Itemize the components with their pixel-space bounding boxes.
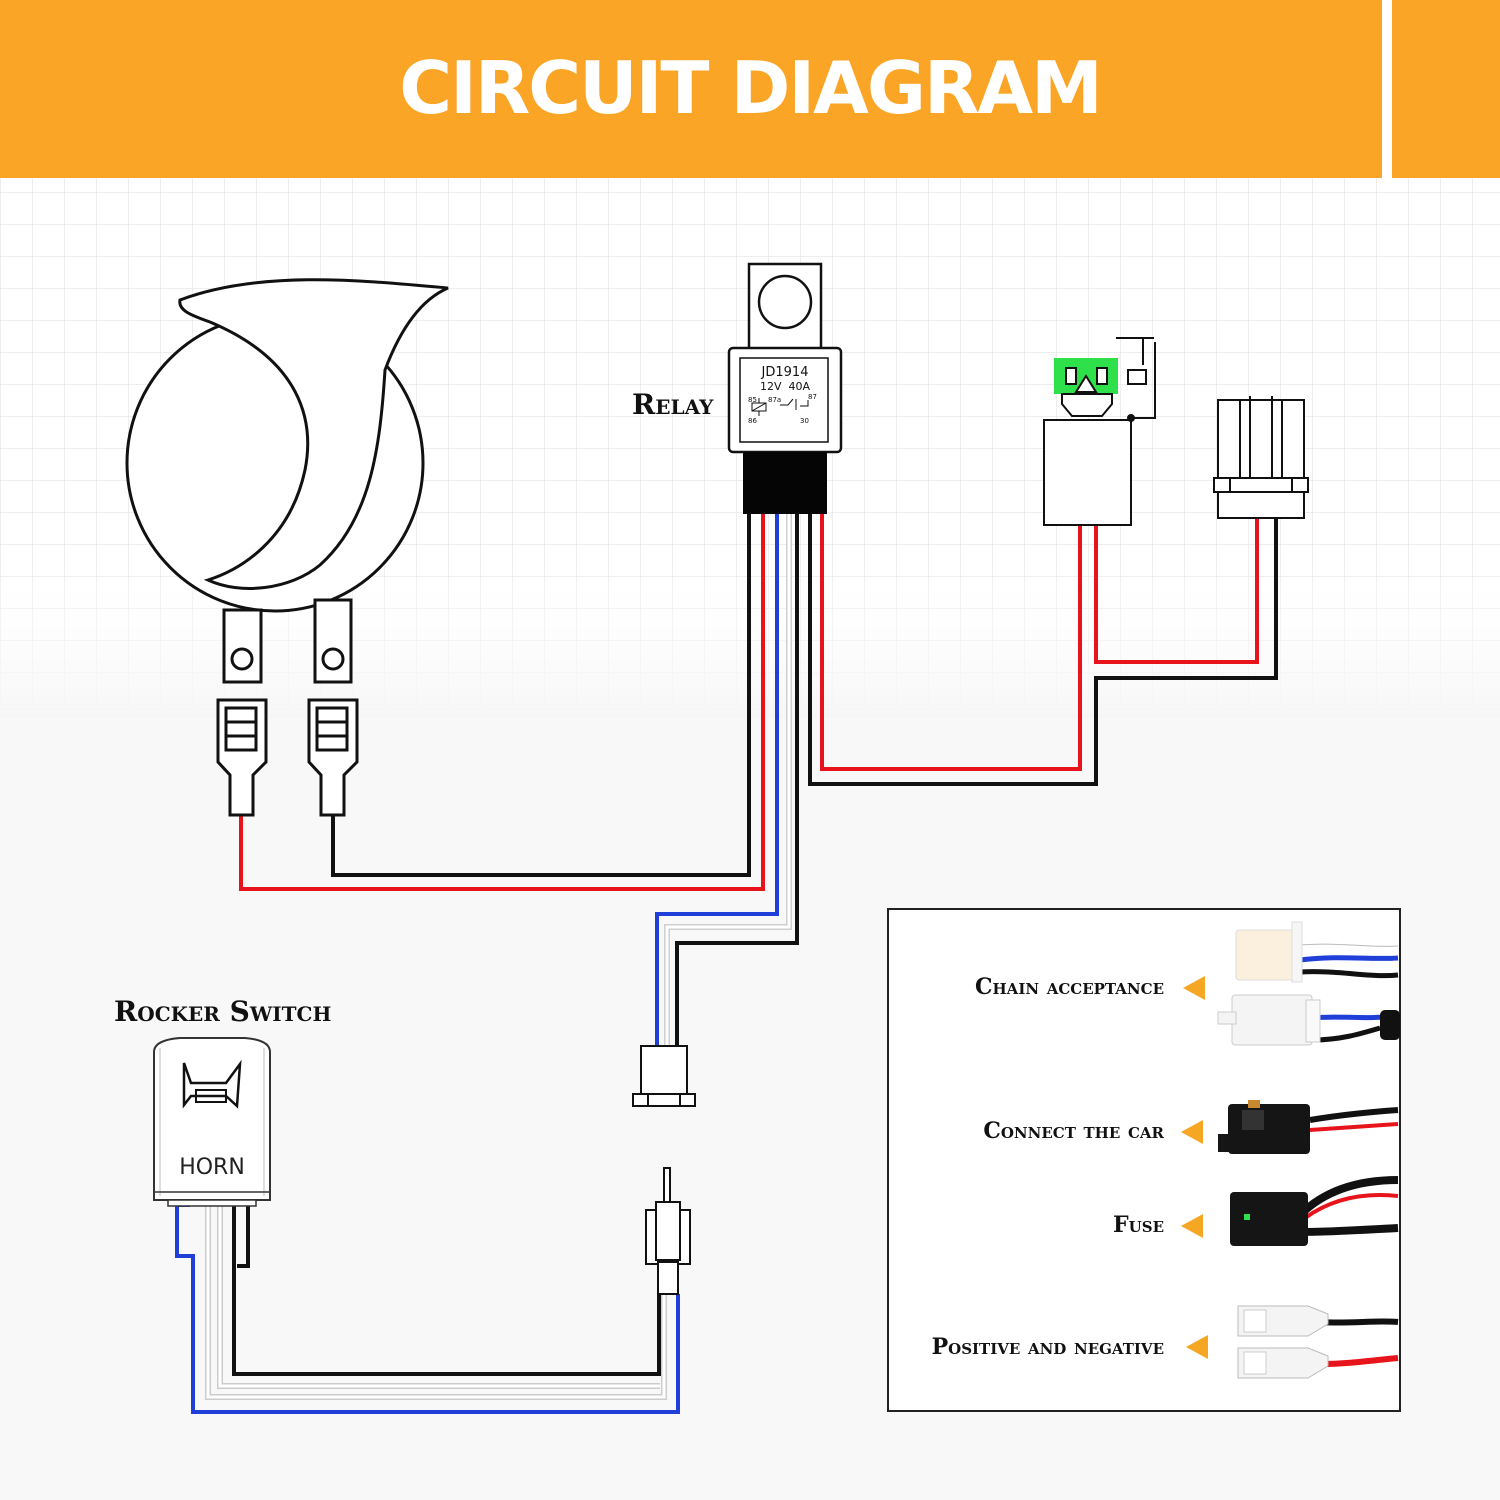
- horn: [125, 278, 449, 817]
- horn-spade-left: [216, 698, 268, 817]
- wire-fuse-to-battery-red: [1094, 517, 1259, 664]
- arrow-left-icon: [1186, 1335, 1208, 1359]
- wire-switch-blue: [655, 512, 779, 1048]
- rocker-switch[interactable]: HORN: [153, 1037, 271, 1207]
- horn-bell: [178, 278, 449, 590]
- banner-divider: [1382, 0, 1392, 178]
- switch-male-connector: [645, 1167, 691, 1295]
- relay-schematic-icon: [751, 398, 809, 416]
- arrow-left-icon: [1181, 1214, 1203, 1238]
- wire-switch-stub-black: [237, 1205, 250, 1268]
- wire-switch-black: [675, 512, 799, 1048]
- relay-pin-85: 85: [748, 396, 757, 404]
- wire-switch-loop-black: [232, 1205, 661, 1376]
- relay-rating: 12V 40A: [760, 380, 811, 393]
- wires: [175, 512, 1278, 1414]
- battery-connector: [1213, 396, 1309, 519]
- switch-horn-label: HORN: [179, 1155, 245, 1180]
- spade-terminal-icon: [1237, 1305, 1399, 1379]
- legend-item-label: Fuse: [1113, 1212, 1164, 1238]
- fuse-holder: [1043, 337, 1156, 526]
- page-title: CIRCUIT DIAGRAM: [399, 46, 1101, 130]
- relay-pin-87: 87: [808, 393, 817, 401]
- title-banner: [0, 0, 1500, 178]
- relay-pin-86: 86: [748, 417, 757, 425]
- legend-item-label: Connect the car: [983, 1118, 1164, 1144]
- rocker-switch-label: Rocker Switch: [114, 995, 331, 1028]
- wire-horn-red: [239, 512, 765, 891]
- relay-mount-hole: [757, 274, 813, 330]
- fuse-holder-body: [1043, 419, 1132, 526]
- horn-icon: [182, 1059, 242, 1109]
- horn-spade-right: [307, 698, 359, 817]
- relay-label: Relay: [632, 388, 714, 421]
- relay-pin-87a: 87a: [768, 396, 781, 404]
- wire-battery-black: [808, 512, 1278, 786]
- legend-item-label: Positive and negative: [932, 1334, 1164, 1360]
- arrow-left-icon: [1183, 976, 1205, 1000]
- arrow-left-icon: [1181, 1120, 1203, 1144]
- legend-item-label: Chain acceptance: [975, 974, 1164, 1000]
- horn-terminal-left: [222, 608, 263, 684]
- wire-fuse-red: [820, 512, 1082, 771]
- car-connector-icon: [1218, 1100, 1399, 1154]
- wire-horn-black: [331, 512, 751, 877]
- fuse-holder-icon: [1230, 1176, 1399, 1246]
- relay-pin-30: 30: [800, 417, 809, 425]
- relay: JD1914 12V 40A 85 87a 87 86 30: [727, 262, 843, 514]
- relay-socket: [743, 452, 827, 514]
- relay-model: JD1914: [761, 365, 809, 380]
- legend-box: Chain acceptance Connect the car: [887, 908, 1401, 1412]
- connector-housing: [1217, 399, 1305, 481]
- switch-harness-connector: [632, 1045, 696, 1107]
- connector-plug-icon: [1217, 921, 1400, 1046]
